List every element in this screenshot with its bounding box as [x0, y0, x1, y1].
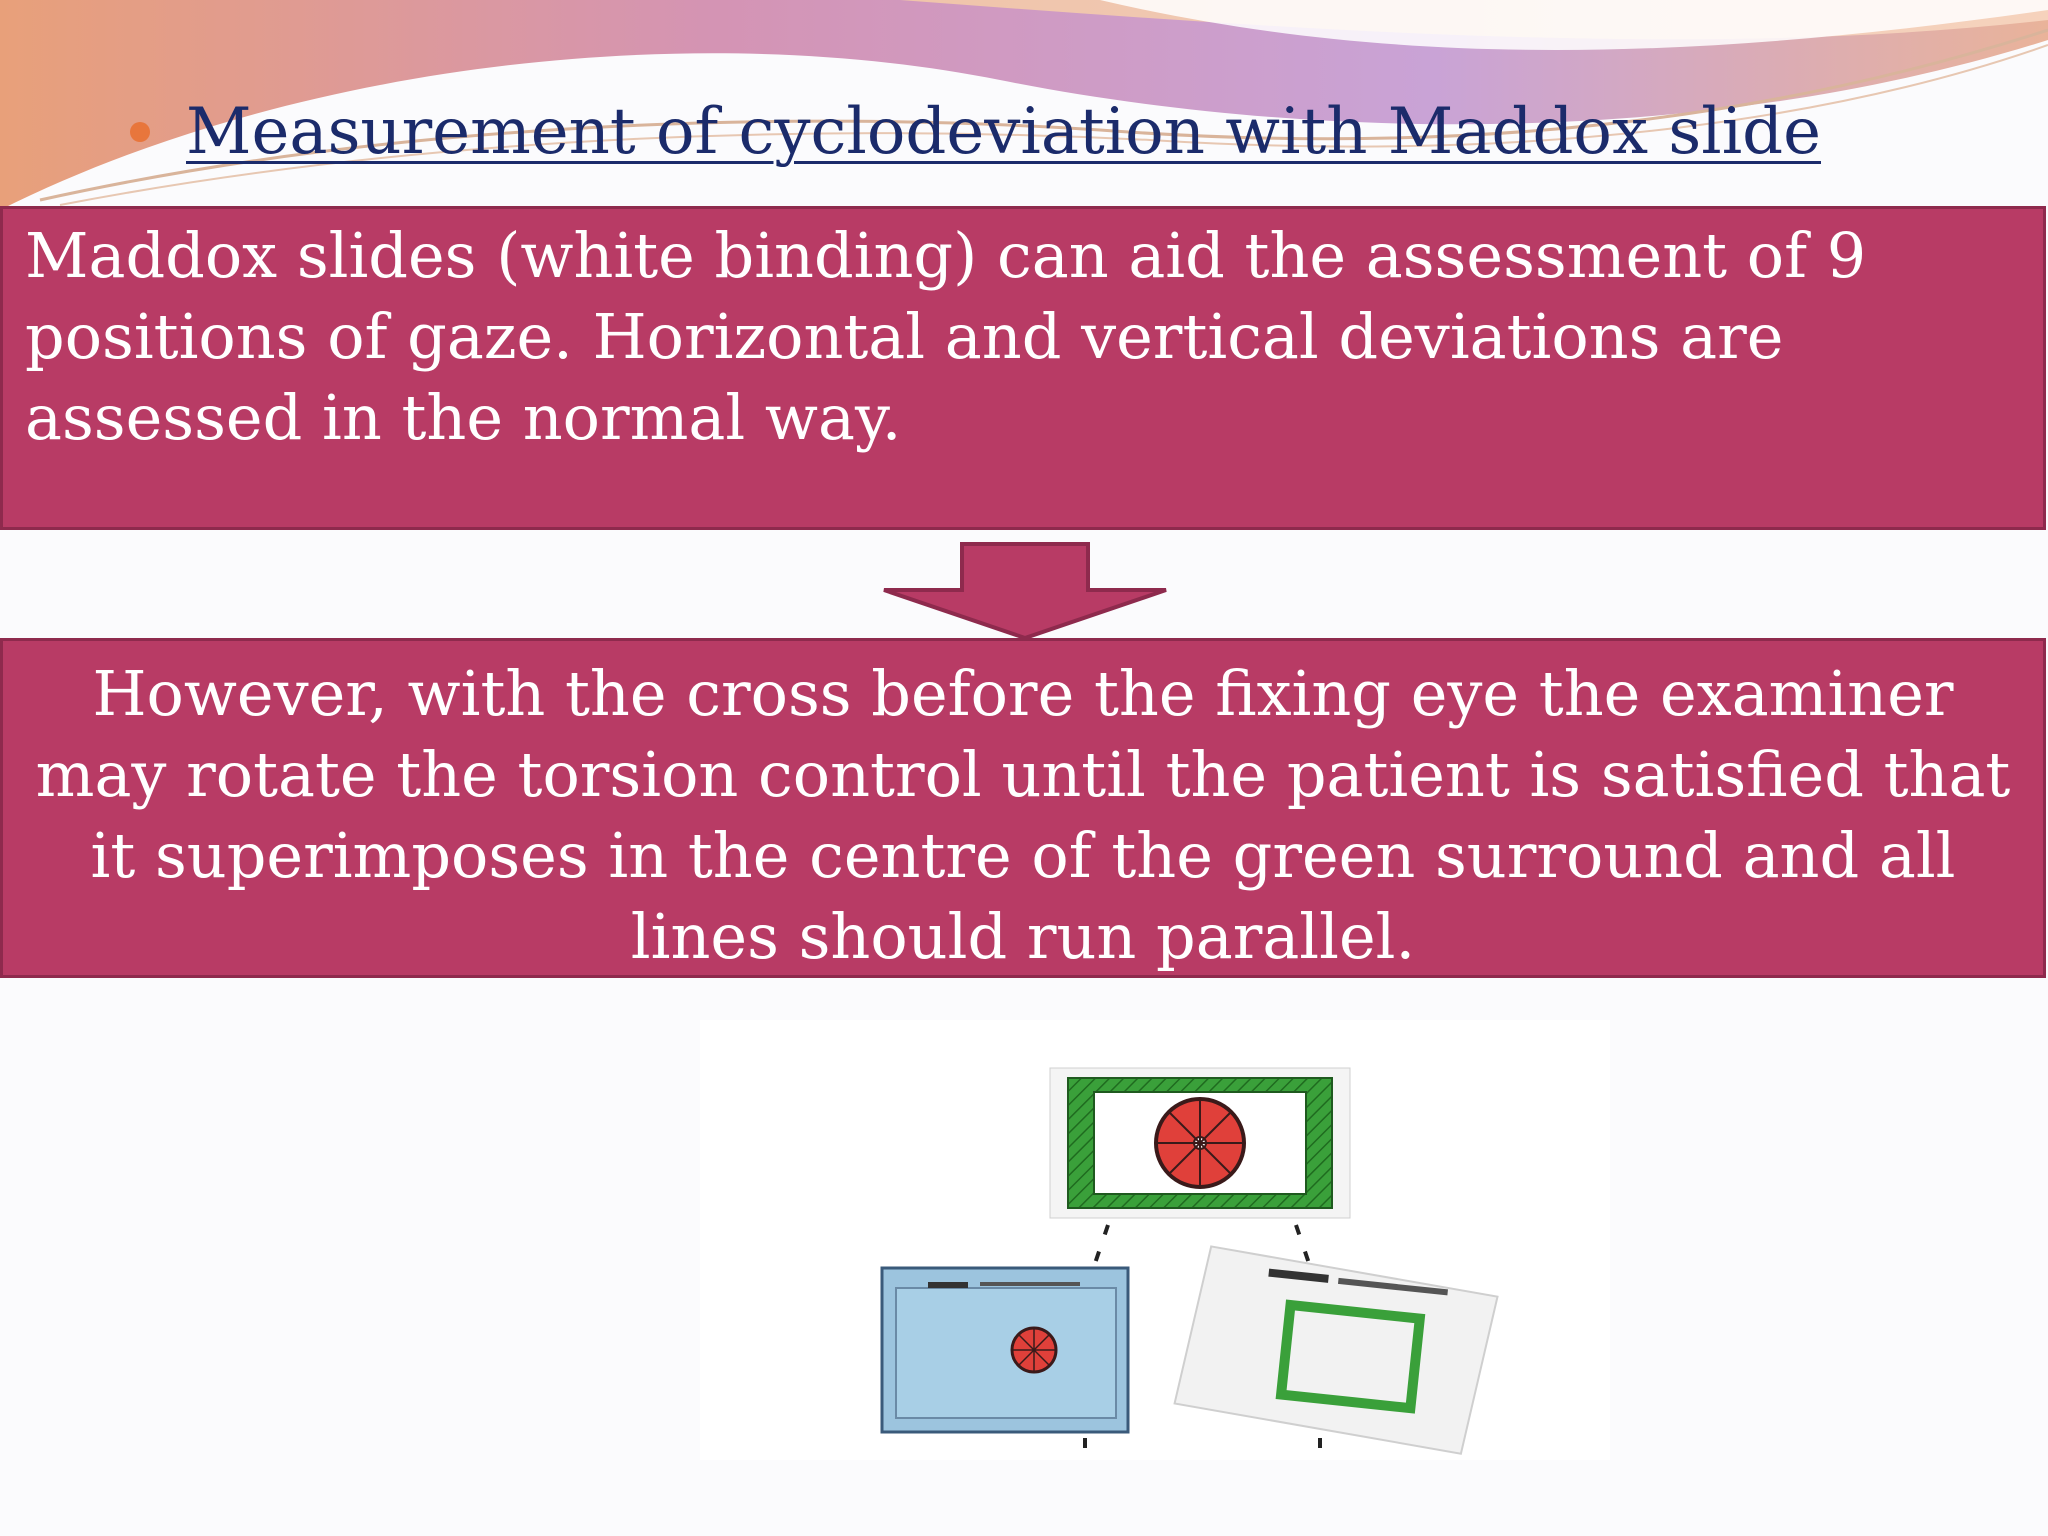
left-blue-slide-image [880, 1266, 1130, 1434]
box1-text: Maddox slides (white binding) can aid th… [25, 219, 1867, 454]
slide-title-row: Measurement of cyclodeviation with Maddo… [130, 92, 1821, 172]
top-slide-image [1049, 1067, 1351, 1219]
right-white-slide-image [1173, 1245, 1499, 1455]
maddox-slide-illustration [700, 1020, 1610, 1460]
orange-circle-bullet-icon [130, 122, 150, 142]
red-wheel-target-icon [1154, 1097, 1246, 1189]
text-box-maddox-slides: Maddox slides (white binding) can aid th… [0, 206, 2046, 530]
slide-title: Measurement of cyclodeviation with Maddo… [186, 95, 1821, 169]
header-wave-decoration [0, 0, 2048, 210]
box2-text: However, with the cross before the fixin… [35, 657, 2011, 973]
text-box-torsion-control: However, with the cross before the fixin… [0, 638, 2046, 978]
down-arrow-icon [883, 542, 1167, 640]
